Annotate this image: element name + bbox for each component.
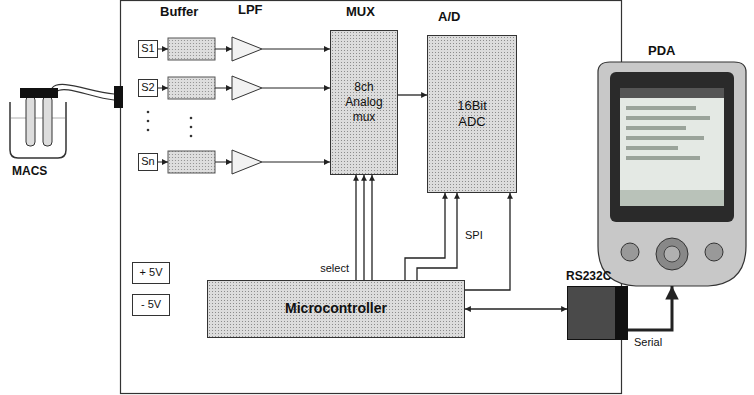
node-heading: RS232C <box>566 269 611 283</box>
buffer-box <box>168 77 215 99</box>
pda-button <box>705 243 723 261</box>
signal-label: select <box>318 262 351 275</box>
serial-port: RS232C <box>567 286 628 340</box>
node-label: - 5V <box>141 298 161 312</box>
connector <box>398 95 427 96</box>
pda-navpad <box>656 238 688 270</box>
beaker <box>10 102 66 158</box>
connector-line <box>355 175 356 280</box>
node-label: Microcontroller <box>285 300 387 318</box>
connector-line <box>405 193 445 280</box>
pda-screen-lines <box>626 106 710 160</box>
signal-wire <box>262 49 330 50</box>
node-label: Sn <box>141 155 154 169</box>
pda-navpad-center <box>664 246 680 262</box>
pda-illustration <box>598 62 746 286</box>
liquid-level <box>11 118 65 119</box>
signal-wire <box>215 88 232 89</box>
sensor-box: S1 <box>138 40 158 58</box>
ellipsis-dots <box>147 111 193 138</box>
connector-line <box>465 308 567 309</box>
connector-line <box>363 175 364 280</box>
signal-chain <box>147 37 330 174</box>
column-heading: LPF <box>238 2 263 17</box>
node-label: + 5V <box>140 266 163 280</box>
filter-triangle <box>232 150 262 174</box>
sensor-box: S2 <box>138 79 158 97</box>
signal-wire <box>157 162 168 163</box>
node-heading: A/D <box>438 9 460 24</box>
node-label: S1 <box>141 42 154 56</box>
connector <box>465 309 567 310</box>
node-label: S2 <box>141 81 154 95</box>
connector-line <box>628 286 672 330</box>
power-box: + 5V <box>132 262 170 284</box>
pda-screen-bar <box>620 88 724 98</box>
connector-line <box>371 175 372 280</box>
adc-box: A/D16Bit ADC <box>427 35 517 193</box>
pda-body <box>598 62 746 286</box>
connector <box>628 286 672 330</box>
signal-wire <box>157 88 168 89</box>
signal-wire <box>262 162 330 163</box>
pda-button <box>621 243 639 261</box>
pda-bezel <box>610 72 734 222</box>
board-outline <box>121 1 622 394</box>
electrode <box>43 96 52 146</box>
controller-box: Microcontroller <box>207 280 465 338</box>
cable-connector <box>114 86 123 108</box>
filter-triangle <box>232 37 262 61</box>
signal-wire <box>157 49 168 50</box>
node-heading: MUX <box>346 4 375 19</box>
connector-line <box>398 94 427 95</box>
node-heading: PDA <box>648 43 675 58</box>
signal-wire <box>262 88 330 89</box>
signal-wire <box>215 162 232 163</box>
sensor-figure: MACS <box>4 84 72 160</box>
power-box: - 5V <box>132 294 170 316</box>
beaker-illustration <box>10 88 66 158</box>
column-heading: Buffer <box>160 4 198 19</box>
connector <box>356 175 372 280</box>
connector <box>405 193 457 280</box>
buffer-box <box>168 151 215 173</box>
buffer-box <box>168 38 215 60</box>
pda-screen <box>620 88 724 206</box>
cable-wire <box>56 90 114 100</box>
pda-device: PDA <box>596 60 746 286</box>
mux-box: MUX8ch Analog mux <box>330 30 398 175</box>
signal-label: SPI <box>463 229 485 242</box>
sensor-box: Sn <box>138 153 158 171</box>
signal-label: Serial <box>632 336 664 349</box>
signal-wire <box>215 49 232 50</box>
pda-screen-footer <box>620 190 724 206</box>
electrode <box>26 96 35 146</box>
node-label: 16Bit ADC <box>448 98 496 131</box>
sensor-cap <box>20 88 58 98</box>
node-label: 8ch Analog mux <box>342 80 386 125</box>
filter-triangle <box>232 76 262 100</box>
node-heading: MACS <box>12 164 47 178</box>
connector-line <box>417 193 457 280</box>
